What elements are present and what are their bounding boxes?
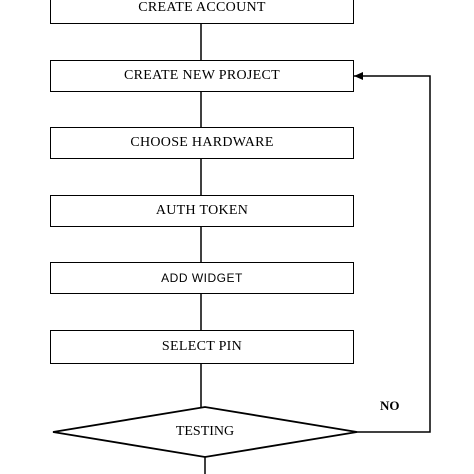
no-branch-label: NO	[380, 398, 400, 413]
step-add-widget: ADD WIDGET	[50, 262, 354, 294]
step-select-pin: SELECT PIN	[50, 330, 354, 364]
step-label: CREATE NEW PROJECT	[123, 68, 281, 83]
step-label: ADD WIDGET	[161, 271, 243, 285]
step-create-account: CREATE ACCOUNT	[50, 0, 354, 24]
step-auth-token: AUTH TOKEN	[50, 195, 354, 227]
step-label: CHOOSE HARDWARE	[130, 135, 274, 150]
no-loop-arrowhead	[354, 72, 363, 80]
step-create-new-project: CREATE NEW PROJECT	[50, 60, 354, 92]
testing-label: TESTING	[175, 424, 235, 439]
step-label: AUTH TOKEN	[155, 203, 249, 218]
step-label: CREATE ACCOUNT	[138, 0, 266, 15]
no-feedback-loop	[354, 75, 431, 433]
step-choose-hardware: CHOOSE HARDWARE	[50, 127, 354, 159]
step-label: SELECT PIN	[161, 339, 243, 354]
